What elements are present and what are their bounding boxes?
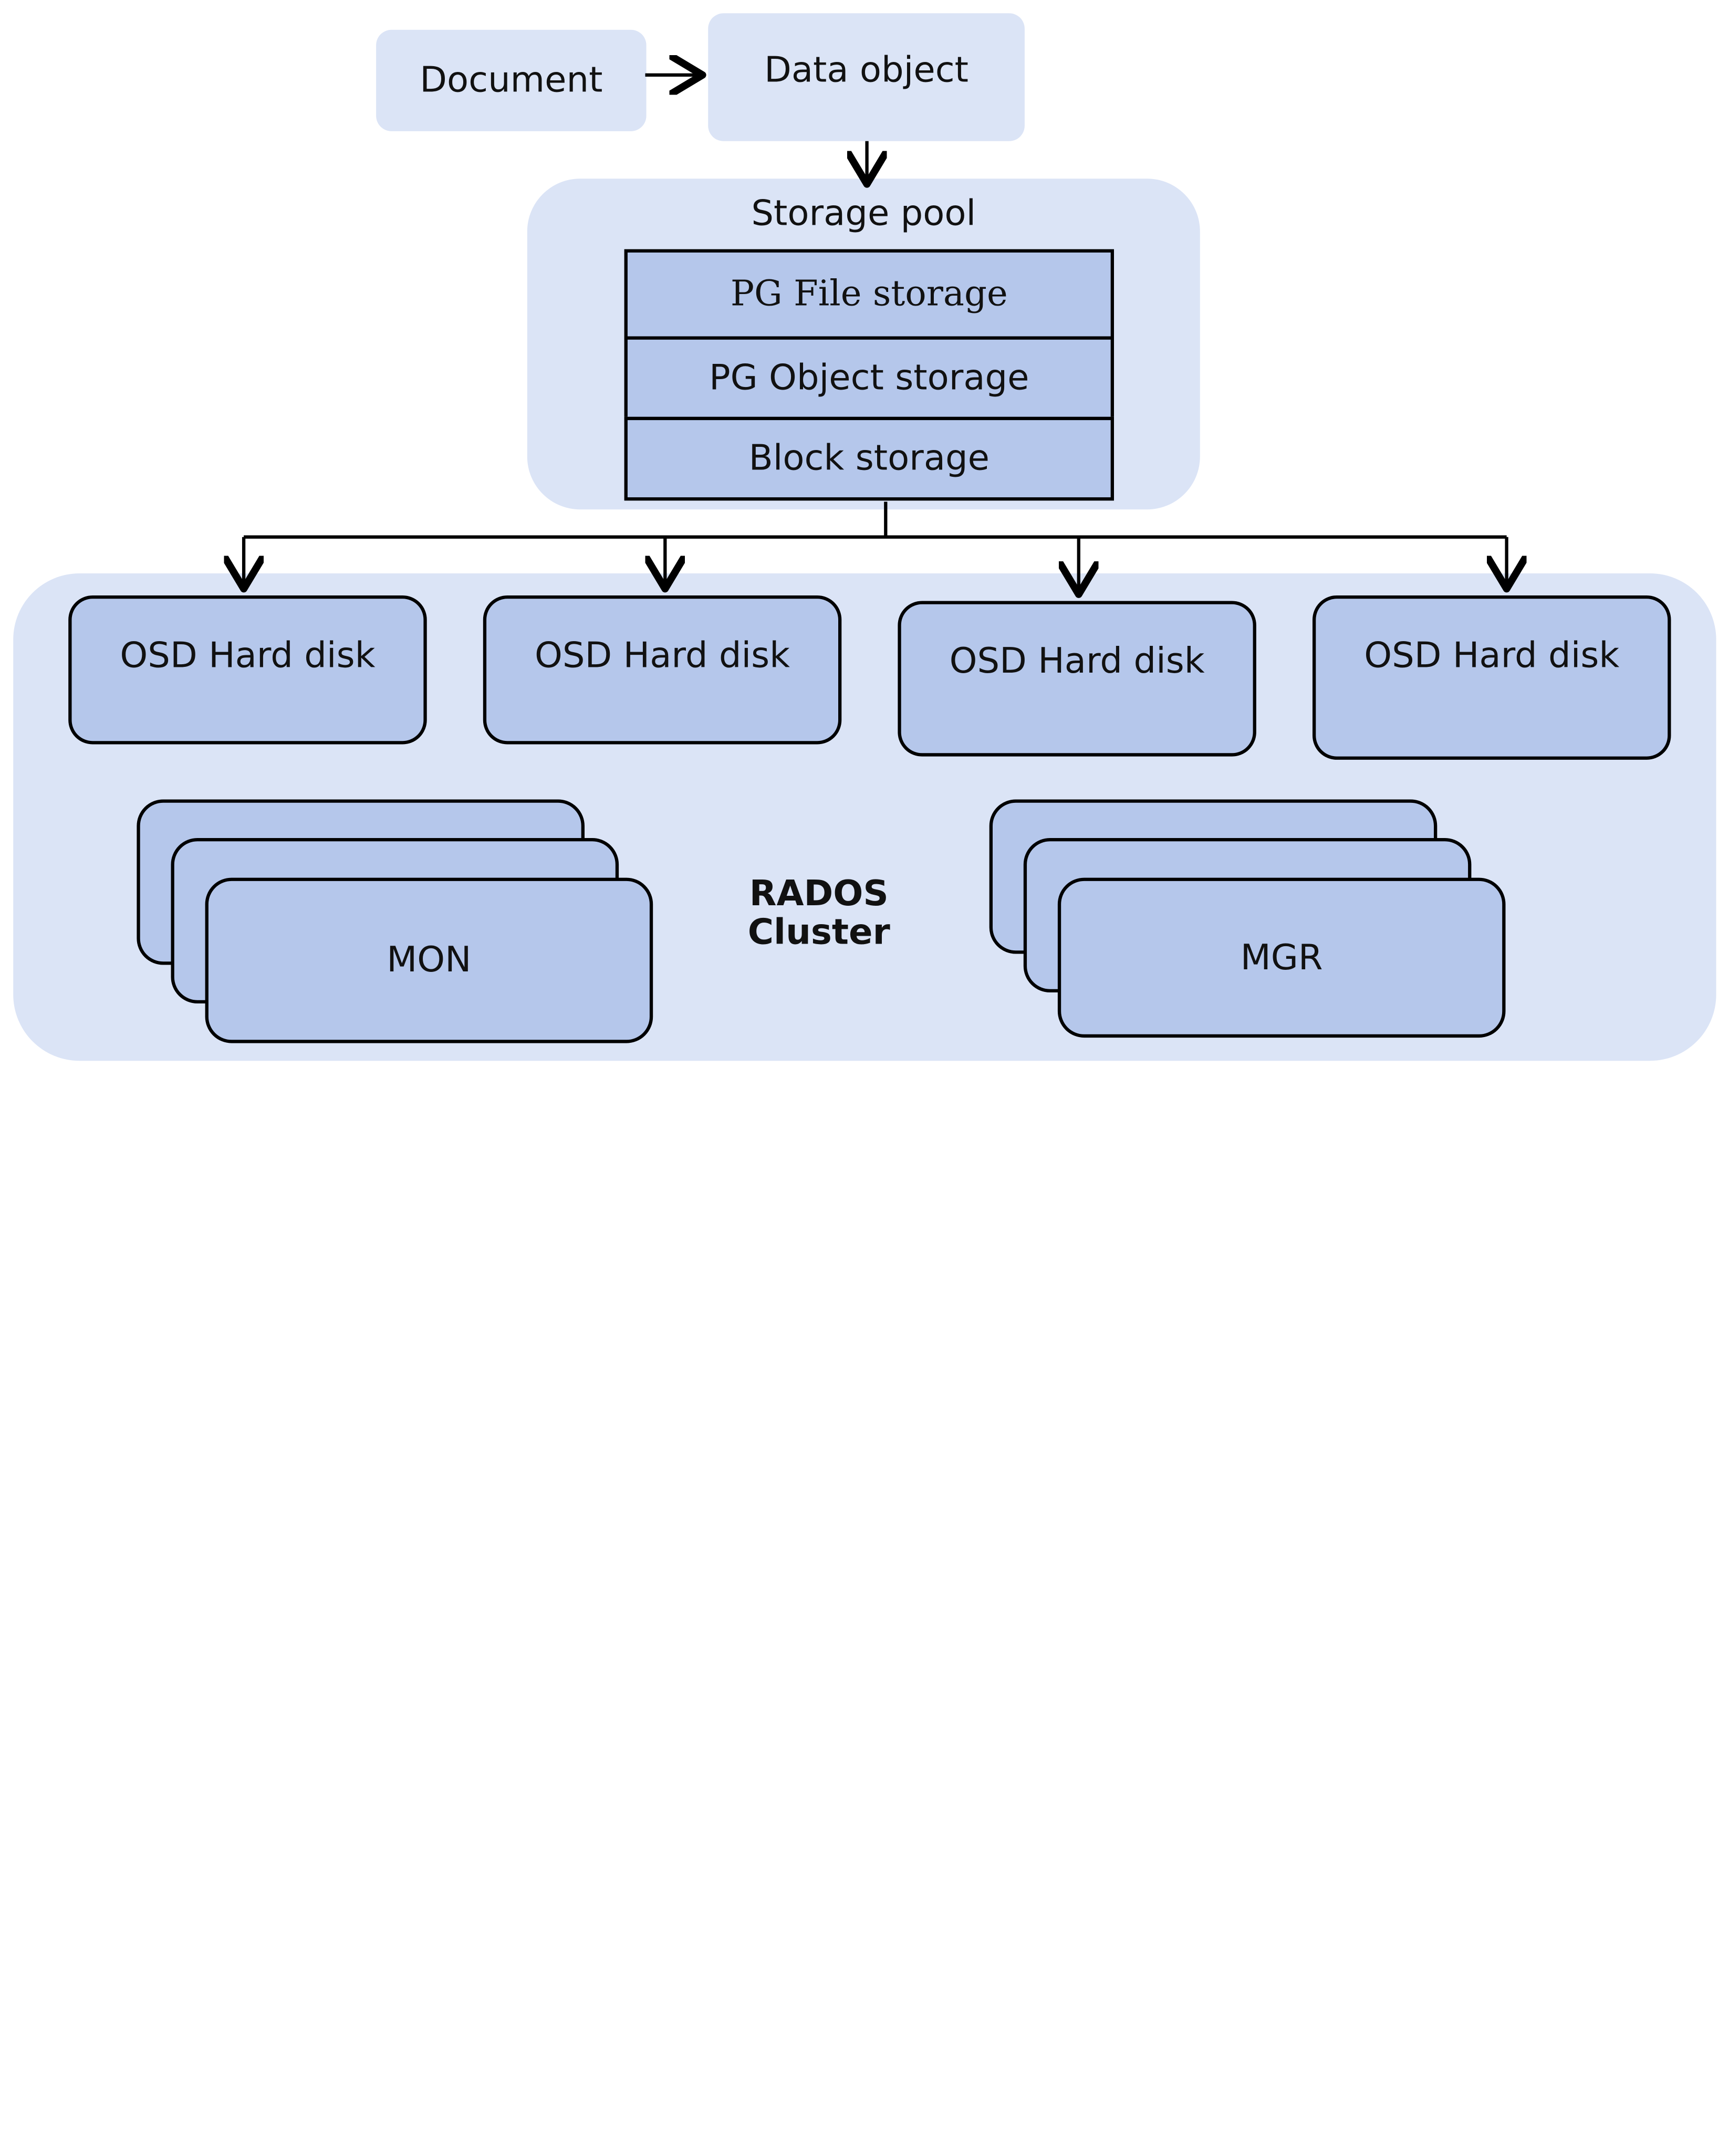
osd-hard-disk-label-2: OSD Hard disk (535, 634, 790, 676)
document-label: Document (420, 59, 603, 101)
mon-label: MON (387, 938, 472, 981)
osd-hard-disk-label-3: OSD Hard disk (949, 640, 1205, 682)
pg-file-storage-box: PG File storage (624, 249, 1114, 340)
pg-object-storage-box: PG Object storage (624, 336, 1114, 421)
pg-object-storage-label: PG Object storage (709, 357, 1029, 399)
osd-hard-disk-box-3: OSD Hard disk (898, 601, 1256, 757)
mgr-stack-card-front: MGR (1057, 877, 1506, 1038)
mgr-label: MGR (1240, 936, 1323, 978)
osd-hard-disk-label-4: OSD Hard disk (1364, 634, 1620, 676)
document-box: Document (376, 29, 647, 131)
osd-hard-disk-box-1: OSD Hard disk (68, 595, 427, 745)
storage-pool-title: Storage pool (751, 192, 976, 234)
block-storage-box: Block storage (624, 416, 1114, 501)
data-object-box: Data object (708, 13, 1025, 141)
rados-cluster-label-box: RADOS Cluster (679, 873, 960, 951)
pg-file-storage-label: PG File storage (730, 273, 1008, 315)
osd-hard-disk-box-4: OSD Hard disk (1313, 595, 1671, 760)
rados-cluster-label: RADOS Cluster (747, 872, 890, 953)
block-storage-label: Block storage (748, 437, 990, 479)
osd-hard-disk-box-2: OSD Hard disk (483, 595, 842, 745)
mon-stack-card-front: MON (205, 877, 653, 1043)
data-object-label: Data object (764, 48, 968, 91)
osd-hard-disk-label-1: OSD Hard disk (120, 634, 376, 676)
